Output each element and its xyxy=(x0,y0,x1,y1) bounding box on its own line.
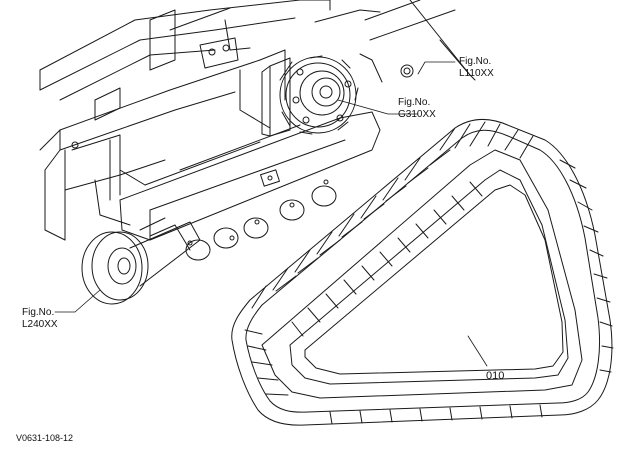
frame-fig-ref-label: Fig.No. xyxy=(459,56,492,67)
track-part-number: 010 xyxy=(486,370,505,382)
frame-fig-ref-number: L110XX xyxy=(459,68,494,79)
idler-fig-ref-number: L240XX xyxy=(22,319,58,330)
drawing-id: V0631-108-12 xyxy=(16,433,74,443)
drive-sprocket-assembly xyxy=(261,55,359,137)
drive-fig-ref-label: Fig.No. xyxy=(398,97,431,108)
idler-leader-line xyxy=(54,289,101,313)
rubber-track xyxy=(231,119,614,426)
front-idler-wheel xyxy=(81,217,201,305)
frame-fig-ref: Fig.No. L110XX xyxy=(459,56,494,80)
bottom-rollers xyxy=(185,185,337,261)
drive-leader-line xyxy=(337,99,419,115)
leader-lines xyxy=(54,61,488,367)
drive-fig-ref-number: G310XX xyxy=(398,109,436,120)
machine-frame xyxy=(39,0,476,241)
drive-fig-ref: Fig.No. G310XX xyxy=(398,97,436,121)
track-leader-line xyxy=(467,335,488,367)
track-frame-beam xyxy=(119,111,381,246)
frame-leader-line xyxy=(417,61,456,75)
idler-fig-ref-label: Fig.No. xyxy=(22,307,55,318)
idler-fig-ref: Fig.No. L240XX xyxy=(22,307,58,331)
